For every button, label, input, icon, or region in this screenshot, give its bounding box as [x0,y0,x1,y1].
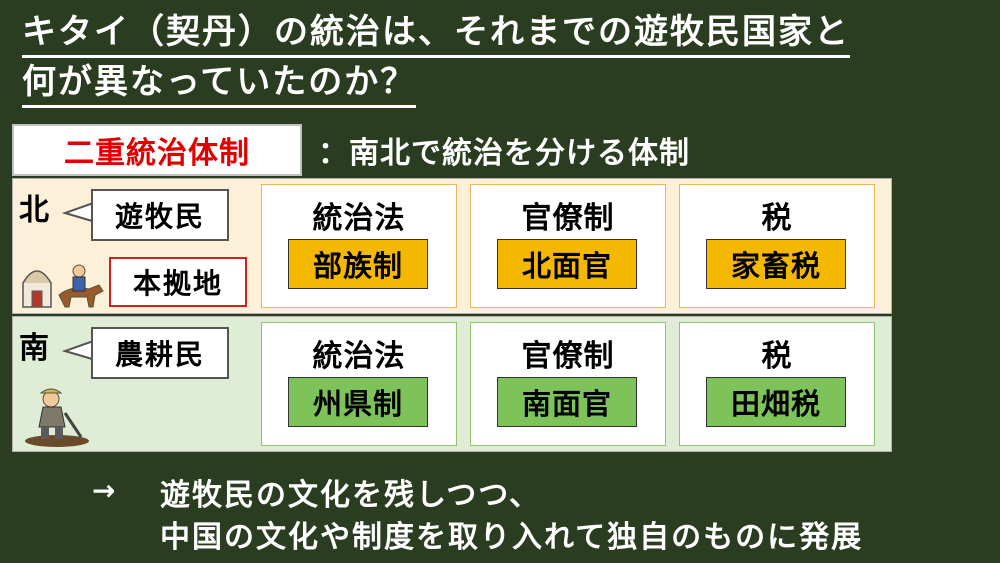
cell-value: 田畑税 [706,377,846,427]
south-cell-governance: 統治法 州県制 [261,322,457,446]
yurt-and-horse-rider-icon [22,264,104,308]
cell-header: 税 [761,201,793,236]
cell-value: 家畜税 [706,239,846,289]
system-description: ：南北で統治を分ける体制 [318,136,690,171]
south-band: 南 農耕民 統治法 州県制 官僚制 南面官 税 田畑税 [12,316,892,452]
south-label: 南 [19,331,49,366]
north-cell-governance: 統治法 部族制 [261,184,457,308]
cell-value: 北面官 [497,239,637,289]
south-people-callout: 農耕民 [91,327,229,379]
north-people-callout: 遊牧民 [91,189,229,241]
north-cell-bureaucracy: 官僚制 北面官 [470,184,666,308]
north-people: 遊牧民 [114,200,205,233]
north-base-callout: 本拠地 [109,257,247,307]
cell-header: 官僚制 [521,339,615,374]
conclusion-arrow: → [92,474,116,507]
south-cell-tax: 税 田畑税 [679,322,875,446]
cell-value: 州県制 [288,377,428,427]
cell-value: 南面官 [497,377,637,427]
conclusion-line-1: 遊牧民の文化を残しつつ、 [160,478,541,513]
title-line-2: 何が異なっていたのか？ [22,60,417,108]
cell-header: 税 [761,339,793,374]
north-base: 本拠地 [132,267,223,300]
cell-header: 統治法 [312,201,406,236]
cell-header: 統治法 [312,339,406,374]
title-line-1: キタイ（契丹）の統治は、それまでの遊牧民国家と [22,10,850,58]
conclusion-line-2: 中国の文化や制度を取り入れて独自のものに発展 [160,520,864,555]
system-name-box: 二重統治体制 [12,124,302,176]
north-cell-tax: 税 家畜税 [679,184,875,308]
north-label: 北 [19,193,49,228]
cell-header: 官僚制 [521,201,615,236]
cell-value: 部族制 [288,239,428,289]
south-cell-bureaucracy: 官僚制 南面官 [470,322,666,446]
north-band: 北 遊牧民 本拠地 統治法 部族制 官僚制 北面官 税 家畜税 [12,178,892,314]
south-people: 農耕民 [114,338,205,371]
farmer-icon [25,388,89,447]
system-name: 二重統治体制 [64,136,250,171]
